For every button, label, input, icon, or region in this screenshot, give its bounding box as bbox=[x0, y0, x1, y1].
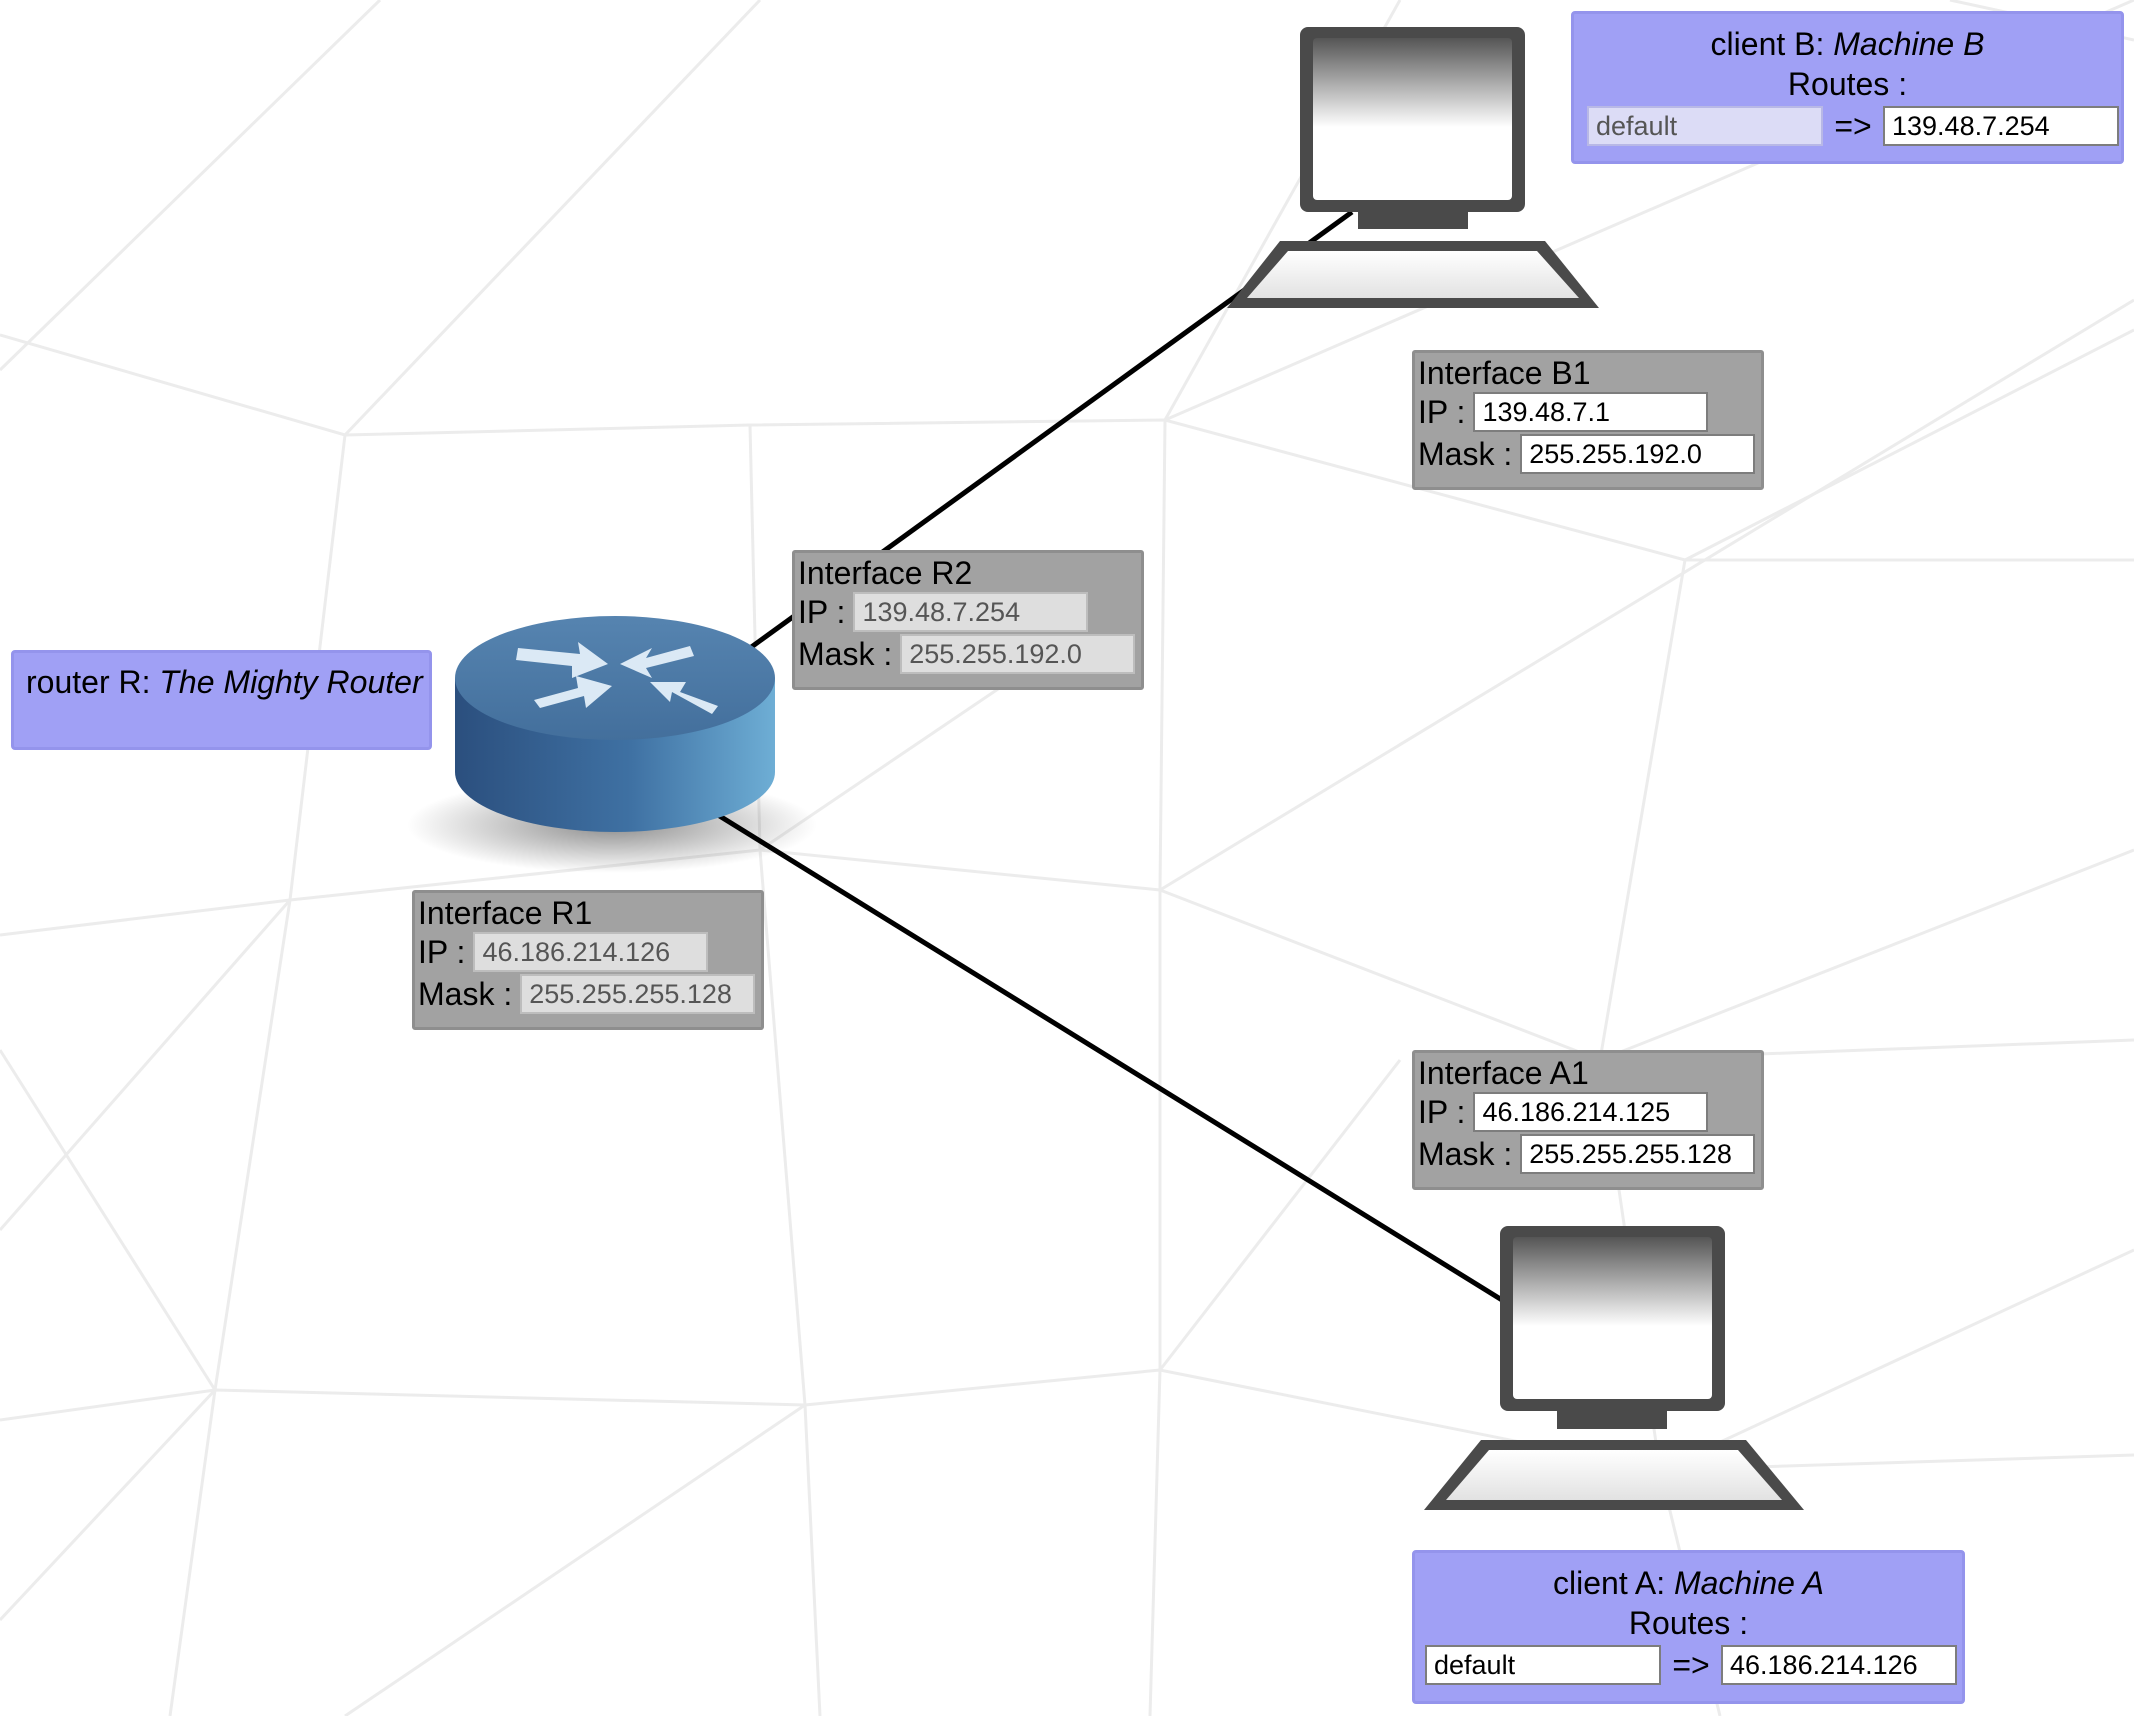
interface-b1-mask-input[interactable]: 255.255.192.0 bbox=[1520, 434, 1756, 474]
interface-a1-mask-input[interactable]: 255.255.255.128 bbox=[1520, 1134, 1756, 1174]
ip-label: IP : bbox=[1418, 393, 1466, 430]
ip-label: IP : bbox=[1418, 1093, 1466, 1130]
route-arrow: => bbox=[1834, 107, 1872, 144]
link-router-to-client-a bbox=[716, 812, 1504, 1303]
client-b-name: Machine B bbox=[1833, 26, 1985, 62]
client-a-route-destination-input[interactable]: default bbox=[1425, 1645, 1661, 1685]
interface-b1-name: Interface B1 bbox=[1418, 355, 1591, 391]
ip-label: IP : bbox=[798, 593, 846, 630]
computer-a-icon[interactable] bbox=[1424, 1226, 1804, 1510]
interface-r1-mask-input[interactable]: 255.255.255.128 bbox=[520, 974, 756, 1014]
client-b-title: client B: Machine B bbox=[1574, 24, 2121, 64]
network-links bbox=[716, 209, 1504, 1303]
client-a-title: client A: Machine A bbox=[1415, 1563, 1962, 1603]
interface-b1-mask-row: Mask : 255.255.192.0 bbox=[1418, 433, 1761, 475]
interface-r1-mask-row: Mask : 255.255.255.128 bbox=[418, 973, 761, 1015]
router-kind: router R: bbox=[26, 664, 151, 700]
mask-label: Mask : bbox=[1418, 435, 1513, 472]
client-b-route-destination-input[interactable]: default bbox=[1587, 106, 1823, 146]
client-b-kind: client B: bbox=[1710, 26, 1825, 62]
client-a-route-row: default => 46.186.214.126 bbox=[1415, 1645, 1962, 1685]
interface-a1-ip-input[interactable]: 46.186.214.125 bbox=[1473, 1092, 1709, 1132]
interface-a1-box: Interface A1 IP : 46.186.214.125 Mask : … bbox=[1412, 1050, 1764, 1190]
client-a-kind: client A: bbox=[1553, 1565, 1666, 1601]
interface-r2-ip-row: IP : 139.48.7.254 bbox=[798, 591, 1141, 633]
client-a-route-gateway-input[interactable]: 46.186.214.126 bbox=[1721, 1645, 1957, 1685]
router-icon[interactable] bbox=[407, 616, 817, 873]
ip-label: IP : bbox=[418, 933, 466, 970]
interface-r2-mask-input[interactable]: 255.255.192.0 bbox=[900, 634, 1136, 674]
router-title: router R: The Mighty Router bbox=[14, 662, 429, 702]
client-b-route-gateway-input[interactable]: 139.48.7.254 bbox=[1883, 106, 2119, 146]
client-b-routes-label: Routes : bbox=[1787, 66, 1908, 102]
interface-r2-name: Interface R2 bbox=[798, 555, 973, 591]
interface-r1-name: Interface R1 bbox=[418, 895, 593, 931]
interface-r2-box: Interface R2 IP : 139.48.7.254 Mask : 25… bbox=[792, 550, 1144, 690]
interface-b1-ip-input[interactable]: 139.48.7.1 bbox=[1473, 392, 1709, 432]
client-a-name: Machine A bbox=[1673, 1565, 1824, 1601]
interface-r1-box: Interface R1 IP : 46.186.214.126 Mask : … bbox=[412, 890, 764, 1030]
router-box: router R: The Mighty Router bbox=[11, 650, 432, 750]
client-a-routes-label: Routes : bbox=[1628, 1605, 1749, 1641]
interface-r1-ip-row: IP : 46.186.214.126 bbox=[418, 931, 761, 973]
interface-a1-mask-row: Mask : 255.255.255.128 bbox=[1418, 1133, 1761, 1175]
route-arrow: => bbox=[1672, 1646, 1710, 1683]
interface-b1-box: Interface B1 IP : 139.48.7.1 Mask : 255.… bbox=[1412, 350, 1764, 490]
client-a-box: client A: Machine A Routes : default => … bbox=[1412, 1550, 1965, 1704]
mask-label: Mask : bbox=[418, 975, 513, 1012]
interface-r1-ip-input[interactable]: 46.186.214.126 bbox=[473, 932, 709, 972]
interface-r2-ip-input[interactable]: 139.48.7.254 bbox=[853, 592, 1089, 632]
router-name: The Mighty Router bbox=[159, 664, 423, 700]
interface-b1-ip-row: IP : 139.48.7.1 bbox=[1418, 391, 1761, 433]
client-b-route-row: default => 139.48.7.254 bbox=[1574, 106, 2121, 146]
computer-b-icon[interactable] bbox=[1227, 27, 1599, 308]
interface-r2-mask-row: Mask : 255.255.192.0 bbox=[798, 633, 1141, 675]
interface-a1-name: Interface A1 bbox=[1418, 1055, 1589, 1091]
mask-label: Mask : bbox=[798, 635, 893, 672]
client-b-box: client B: Machine B Routes : default => … bbox=[1571, 11, 2124, 164]
mask-label: Mask : bbox=[1418, 1135, 1513, 1172]
interface-a1-ip-row: IP : 46.186.214.125 bbox=[1418, 1091, 1761, 1133]
